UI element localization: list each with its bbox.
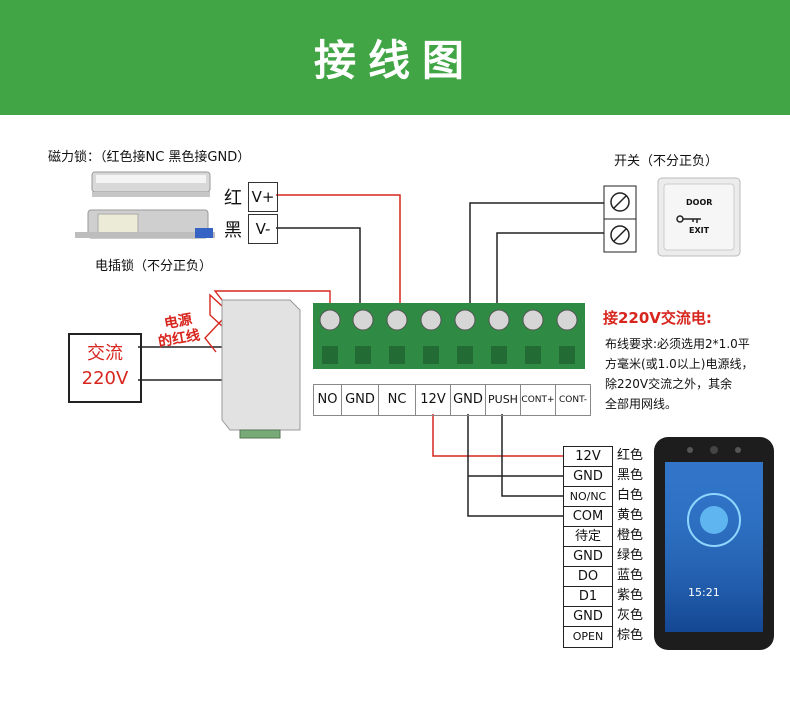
terminal-label-row: NO GND NC 12V GND PUSH CONT+ CONT- (313, 384, 591, 416)
pin-color-purple: 紫色 (617, 588, 644, 603)
ac-note-heading: 接220V交流电: (603, 309, 712, 327)
exit-button-text-exit: EXIT (689, 226, 710, 235)
ac-box-line1: 交流 (87, 343, 123, 364)
ac-wires (138, 346, 222, 381)
terminal-label-gnd-2: GND (451, 385, 486, 415)
pin-color-brown: 棕色 (617, 628, 644, 643)
magnetic-lock-label: 磁力锁：（红色接NC 黑色接GND） (48, 150, 251, 165)
face-recognition-device-image (654, 437, 774, 650)
device-screen-time: 15:21 (688, 586, 720, 599)
bolt-lock-label: 电插锁（不分正负） (95, 259, 213, 274)
pin-do: DO (563, 566, 613, 588)
ac-note-line-3: 除220V交流之外，其余 (605, 377, 733, 391)
device-wires (432, 414, 563, 517)
switch-terminal-block (603, 185, 637, 253)
pin-color-green: 绿色 (617, 548, 644, 563)
pin-open: OPEN (563, 626, 613, 648)
terminal-label-no: NO (314, 385, 342, 415)
pin-color-gray: 灰色 (617, 608, 644, 623)
magnetic-lock-image (91, 171, 211, 197)
terminal-label-nc: NC (379, 385, 416, 415)
wire-color-black: 黑 (224, 220, 242, 241)
pin-gnd-2: GND (563, 546, 613, 568)
psu-red-wires (204, 290, 331, 353)
terminal-label-12v: 12V (416, 385, 451, 415)
header-banner: 接线图 (0, 0, 790, 115)
pin-color-yellow: 黄色 (617, 508, 644, 523)
pin-pending: 待定 (563, 526, 613, 548)
switch-label: 开关（不分正负） (614, 154, 719, 169)
pin-color-white: 白色 (617, 488, 644, 503)
terminal-v-plus: V+ (248, 182, 278, 212)
pin-color-black: 黑色 (617, 468, 644, 483)
ac-note-line-1: 布线要求:必须选用2*1.0平 (605, 337, 750, 351)
power-supply-image (221, 299, 301, 439)
pin-d1: D1 (563, 586, 613, 608)
terminal-label-cont-minus: CONT- (558, 395, 588, 405)
pin-gnd-1: GND (563, 466, 613, 488)
electric-bolt-lock-image (75, 209, 215, 239)
ac-note-line-4: 全部用网线。 (605, 397, 678, 411)
wire-color-red: 红 (224, 188, 242, 209)
exit-button-image (657, 177, 741, 257)
terminal-label-cont-plus: CONT+ (521, 385, 556, 415)
lock-wires (276, 194, 401, 308)
ac-220v-box: 交流 220V (68, 333, 142, 403)
pin-gnd-3: GND (563, 606, 613, 628)
pin-12v: 12V (563, 446, 613, 468)
pin-com: COM (563, 506, 613, 528)
page-title: 接线图 (313, 36, 476, 85)
terminal-label-gnd-1: GND (342, 385, 379, 415)
pin-color-orange: 橙色 (617, 528, 644, 543)
pin-no-nc: NO/NC (563, 486, 613, 508)
ac-note-line-2: 方毫米(或1.0以上)电源线， (605, 357, 754, 371)
exit-button-text-door: DOOR (686, 198, 713, 207)
terminal-label-push: PUSH (486, 385, 521, 415)
switch-wires (469, 202, 608, 308)
terminal-v-minus: V- (248, 214, 278, 244)
pin-color-red: 红色 (617, 448, 644, 463)
main-terminal-block (313, 303, 585, 369)
pin-color-blue: 蓝色 (617, 568, 644, 583)
ac-box-line2: 220V (81, 368, 129, 389)
